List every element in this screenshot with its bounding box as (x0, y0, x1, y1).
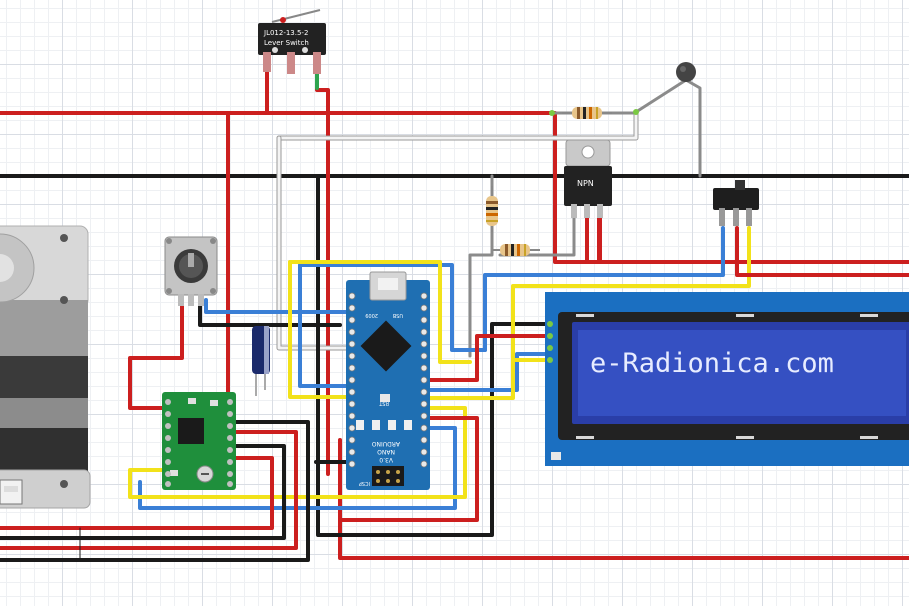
nano-reset-label: RST (378, 400, 389, 406)
stepper-driver-board (162, 392, 236, 490)
resistor-vertical (486, 186, 498, 232)
lever-switch: JL012-13.5-2 Lever Switch (258, 9, 326, 74)
nano-usb-label: USB (392, 312, 403, 318)
potentiometer (164, 236, 218, 306)
resistor-horizontal-top (562, 107, 612, 119)
nano-icsp-label: ICSP (359, 480, 370, 486)
nano-year-label: 2009 (365, 312, 378, 318)
wire-gray-thermistor (634, 78, 702, 178)
capacitor (252, 326, 270, 396)
wire-motor-red (0, 430, 298, 550)
nano-version: V3.0 (379, 456, 393, 463)
resistor-horizontal-middle (492, 244, 540, 256)
junction-dots (549, 109, 639, 116)
stepper-motor (0, 225, 91, 509)
thermistor (676, 62, 696, 82)
wire-power-rail (0, 111, 909, 264)
npn-transistor: NPN (564, 139, 612, 218)
lcd-module: e-Radionica.com (545, 292, 909, 466)
arduino-nano: USB 2009 RST ARDUINO NANO V3.0 ICSP (346, 271, 430, 490)
wire-red-driver (226, 111, 234, 402)
transistor-label: NPN (577, 179, 594, 188)
wire-yellow-1 (288, 260, 354, 399)
nano-board-name: ARDUINO (371, 440, 400, 447)
slide-switch (713, 180, 759, 226)
wires (0, 53, 909, 562)
lcd-display-text: e-Radionica.com (590, 348, 834, 379)
wire-blue-lcd (483, 226, 725, 352)
switch-label-model: JL012-13.5-2 (263, 29, 308, 37)
wire-red-bottom-rail (338, 438, 909, 560)
wire-motor-black (0, 420, 310, 562)
switch-label-type: Lever Switch (264, 39, 309, 47)
nano-board-model: NANO (377, 448, 395, 455)
